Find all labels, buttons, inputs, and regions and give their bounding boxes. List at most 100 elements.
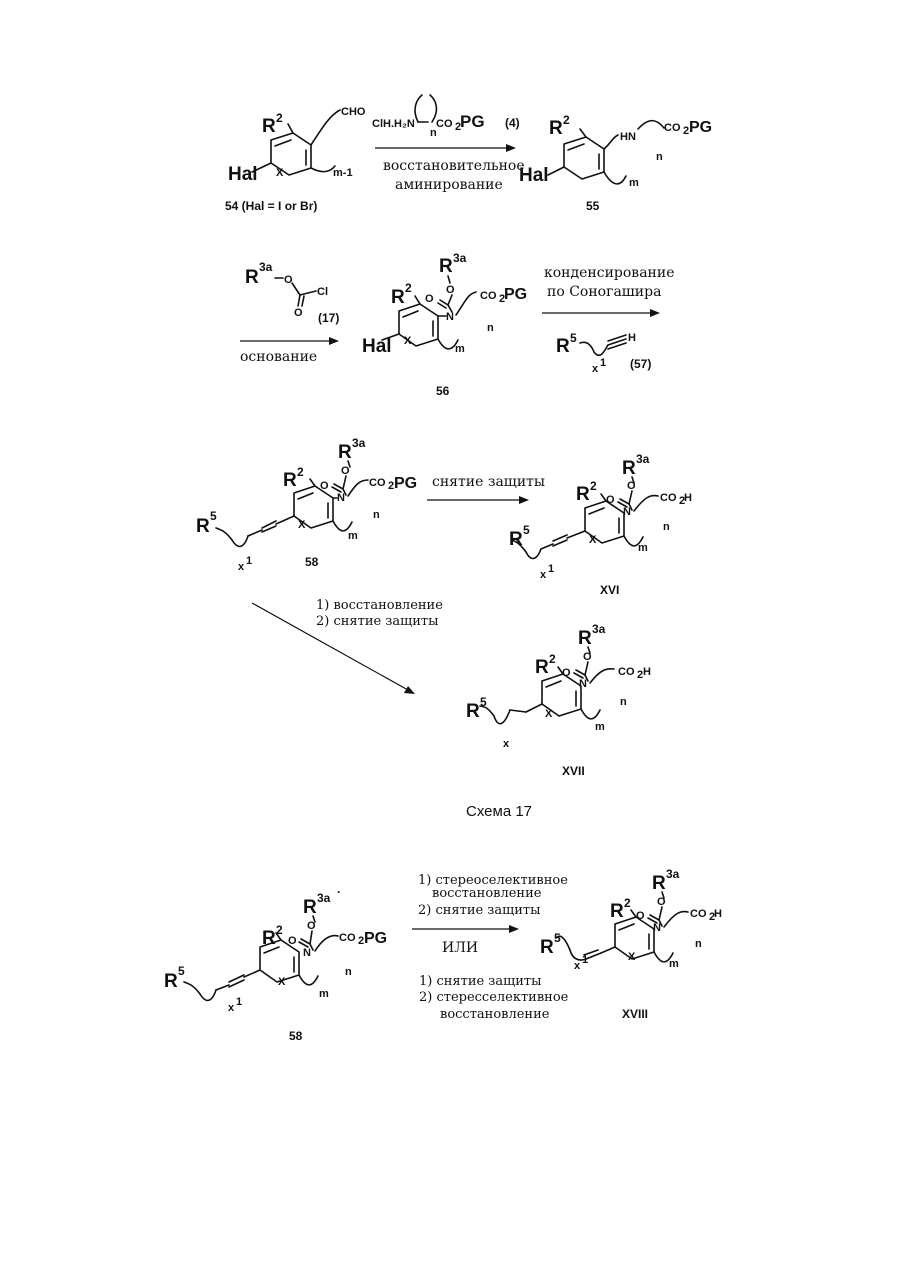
svg-text:HN: HN (620, 131, 636, 143)
svg-text:3a: 3a (352, 436, 366, 450)
svg-text:R: R (509, 529, 523, 550)
svg-text:N: N (303, 947, 311, 959)
compound-54: Hal R2 X CHO m-1 54 (Hal = I or Br) (225, 106, 366, 213)
arrow-reductive-amination (375, 144, 516, 152)
svg-text:CO: CO (480, 290, 497, 302)
condition-route18-a1b: восстановление (432, 886, 542, 901)
svg-text:x: x (592, 363, 599, 375)
compound-XVII: R3a O O N CO2 H n R2 X m R5 x XVII (466, 622, 651, 778)
condition-route18-b2b: восстановление (440, 1007, 550, 1022)
svg-text:R: R (578, 628, 592, 649)
arrow-sonogashira (542, 309, 660, 317)
svg-text:1: 1 (548, 563, 554, 575)
label-56: 56 (436, 384, 450, 398)
svg-text:R: R (622, 458, 636, 479)
svg-text:O: O (583, 651, 592, 663)
svg-text:R: R (576, 484, 590, 505)
svg-text:N: N (446, 311, 454, 323)
label-XVII: XVII (562, 764, 585, 778)
svg-text:2: 2 (624, 896, 631, 910)
svg-text:m: m (348, 530, 358, 542)
svg-text:X: X (276, 167, 284, 179)
condition-reductive-amination-2: аминирование (395, 177, 503, 193)
svg-text:O: O (294, 307, 303, 319)
svg-text:R: R (652, 873, 666, 894)
svg-text:n: n (663, 521, 670, 533)
svg-text:R: R (245, 267, 259, 288)
svg-text:n: n (620, 696, 627, 708)
svg-text:5: 5 (523, 523, 530, 537)
svg-text:H: H (643, 666, 651, 678)
svg-text:3a: 3a (259, 260, 273, 274)
svg-text:O: O (657, 896, 666, 908)
label-54: 54 (Hal = I or Br) (225, 199, 317, 213)
svg-text:X: X (404, 335, 412, 347)
svg-text:n: n (487, 322, 494, 334)
svg-text:m: m (669, 958, 679, 970)
svg-text:m: m (319, 988, 329, 1000)
svg-text:PG: PG (689, 119, 712, 136)
svg-text:CHO: CHO (341, 106, 366, 118)
svg-text:1: 1 (236, 996, 242, 1008)
arrow-deprotection (427, 496, 529, 504)
svg-text:H: H (684, 492, 692, 504)
svg-text:1: 1 (246, 555, 252, 567)
svg-text:R: R (439, 256, 453, 277)
svg-text:x: x (238, 561, 245, 573)
condition-deprotection: снятие защиты (432, 474, 545, 490)
svg-text:X: X (278, 976, 286, 988)
svg-text:R: R (303, 897, 317, 918)
condition-reductive-amination-1: восстановительное (383, 158, 525, 174)
svg-text:5: 5 (554, 931, 561, 945)
svg-text:CO: CO (618, 666, 635, 678)
label-58-b: 58 (289, 1029, 303, 1043)
svg-text:R: R (535, 657, 549, 678)
svg-text:R: R (338, 442, 352, 463)
svg-text:ClH.H₂N: ClH.H₂N (372, 118, 415, 130)
svg-text:PG: PG (394, 475, 417, 492)
svg-text:X: X (545, 708, 553, 720)
condition-route18-b2: 2) стересселективное (419, 990, 569, 1005)
reagent-57: R5 H x1 (57) (556, 331, 651, 375)
reagent-4: ClH.H₂N n CO2 PG (4) (372, 95, 520, 139)
svg-text:CO: CO (690, 908, 707, 920)
svg-text:CO: CO (369, 477, 386, 489)
svg-text:R: R (556, 336, 570, 357)
svg-text:Hal: Hal (362, 336, 392, 357)
label-55: 55 (586, 199, 600, 213)
svg-text:3a: 3a (636, 452, 650, 466)
svg-text:5: 5 (210, 509, 217, 523)
svg-text:CO: CO (660, 492, 677, 504)
svg-text:N: N (337, 492, 345, 504)
svg-text:2: 2 (276, 111, 283, 125)
arrow-base (240, 337, 339, 345)
svg-text:x: x (228, 1002, 235, 1014)
svg-text:(4): (4) (505, 116, 520, 130)
svg-text:O: O (446, 284, 455, 296)
label-58: 58 (305, 555, 319, 569)
svg-text:2: 2 (590, 479, 597, 493)
label-XVI: XVI (600, 583, 619, 597)
svg-text:CO: CO (664, 122, 681, 134)
svg-text:3a: 3a (592, 622, 606, 636)
svg-text:O: O (425, 293, 434, 305)
svg-text:X: X (298, 519, 306, 531)
svg-text:O: O (284, 274, 293, 286)
svg-text:·: · (337, 885, 341, 899)
svg-text:R: R (610, 901, 624, 922)
compound-55: Hal R2 HN CO2 PG n m 55 (519, 113, 712, 213)
svg-text:m: m (629, 177, 639, 189)
svg-text:(57): (57) (630, 357, 651, 371)
svg-text:n: n (656, 151, 663, 163)
svg-text:R: R (262, 928, 276, 949)
svg-text:H: H (714, 908, 722, 920)
svg-text:R: R (549, 118, 563, 139)
svg-text:x: x (503, 738, 510, 750)
svg-text:CO: CO (339, 932, 356, 944)
condition-sonogashira-1: конденсирование (544, 265, 674, 281)
svg-text:O: O (627, 480, 636, 492)
svg-text:O: O (307, 920, 316, 932)
svg-text:PG: PG (504, 286, 527, 303)
compound-58-b: R3a · O O N CO2 PG n R2 X m R5 x1 58 (164, 885, 387, 1043)
svg-text:O: O (341, 465, 350, 477)
